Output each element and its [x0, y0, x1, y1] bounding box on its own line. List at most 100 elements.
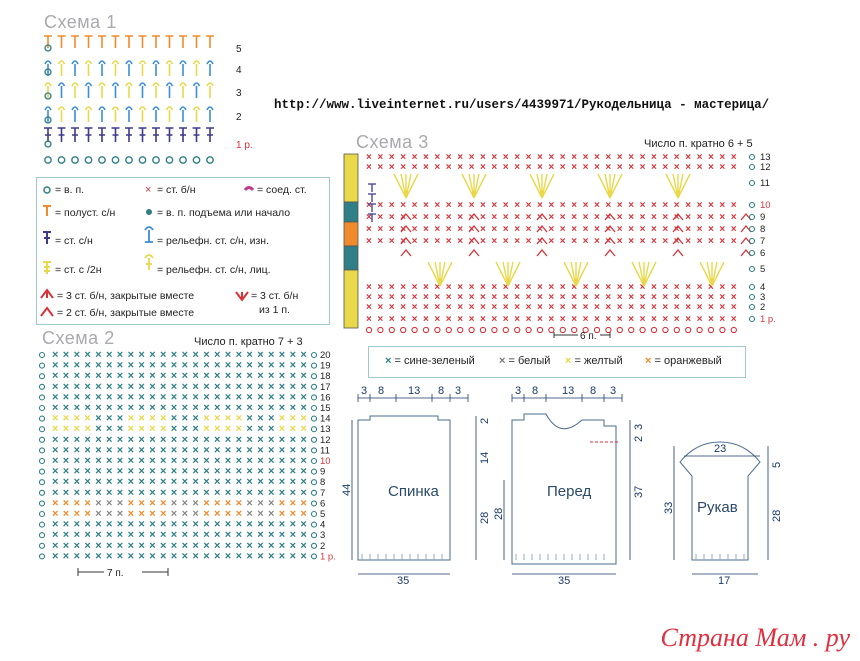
- sc-stitch: ×: [182, 360, 188, 372]
- sc-stitch: ×: [697, 236, 703, 247]
- sc-stitch: ×: [203, 529, 209, 541]
- sc-stitch: ×: [526, 302, 532, 313]
- relief-stitch: [165, 60, 174, 76]
- sc-stitch: ×: [192, 466, 198, 478]
- sc-stitch: ×: [63, 540, 69, 552]
- sc-stitch: ×: [84, 370, 90, 382]
- sc-stitch: ×: [560, 302, 566, 313]
- sc-stitch: ×: [246, 550, 252, 562]
- sleeve-body: 28: [771, 510, 783, 522]
- sc-stitch: ×: [52, 413, 58, 425]
- sc-stitch: ×: [106, 413, 112, 425]
- sc-stitch: ×: [412, 292, 418, 303]
- sc-stitch: ×: [300, 508, 306, 520]
- sc-stitch: ×: [171, 423, 177, 435]
- sc-stitch: ×: [290, 423, 296, 435]
- s3-row-number: 11: [760, 178, 770, 189]
- sc-stitch: ×: [651, 162, 657, 173]
- sc-stitch: ×: [214, 444, 220, 456]
- sc-stitch: ×: [149, 413, 155, 425]
- sc-stitch: ×: [268, 360, 274, 372]
- chain-stitch: [707, 326, 715, 334]
- chain-stitch: [730, 326, 737, 334]
- turning-chain: [38, 426, 46, 433]
- sc-stitch: ×: [412, 302, 418, 313]
- s3-row-number: 8: [760, 224, 765, 235]
- turning-chain: [38, 510, 46, 518]
- chain-stitch: [179, 156, 187, 164]
- sc-stitch: ×: [548, 302, 554, 313]
- sc-stitch: ×: [95, 540, 101, 552]
- sc-stitch: ×: [117, 413, 123, 425]
- chain-stitch: [165, 156, 174, 164]
- relief-stitch: [84, 82, 93, 98]
- sc-stitch: ×: [377, 314, 383, 325]
- turning-chain: [748, 163, 756, 171]
- turning-chain: [38, 351, 46, 359]
- sc-stitch: ×: [117, 466, 123, 478]
- hdc-stitch: [179, 35, 187, 48]
- sc-stitch: ×: [182, 434, 188, 446]
- sc-stitch: ×: [503, 292, 509, 303]
- sc-stitch: ×: [225, 550, 231, 562]
- sc-stitch: ×: [434, 162, 440, 173]
- sc-stitch: ×: [685, 314, 691, 325]
- sc-stitch: ×: [719, 236, 725, 247]
- turning-chain: [38, 373, 46, 380]
- sc-stitch: ×: [203, 349, 209, 361]
- sc-stitch: ×: [246, 508, 252, 520]
- sc-stitch: ×: [138, 455, 144, 467]
- relief-stitch: [152, 82, 160, 98]
- turning-chain: [310, 362, 318, 369]
- decrease-stitch: [672, 212, 684, 221]
- turning-chain: [310, 447, 318, 454]
- sc-stitch: ×: [685, 236, 691, 247]
- sc-stitch: ×: [640, 212, 646, 223]
- sc-stitch: ×: [279, 529, 285, 541]
- sc-stitch: ×: [117, 487, 123, 499]
- sc-stitch: ×: [192, 413, 198, 425]
- chain-stitch: [125, 156, 133, 164]
- dc-stitch: [138, 127, 147, 142]
- sc-stitch: ×: [225, 455, 231, 467]
- sc-stitch: ×: [192, 444, 198, 456]
- sc-stitch: ×: [63, 519, 69, 531]
- sc-stitch: ×: [491, 282, 497, 293]
- sc-stitch: ×: [128, 434, 134, 446]
- sc-stitch: ×: [480, 224, 486, 235]
- sc-stitch: ×: [674, 212, 680, 223]
- relief-stitch: [57, 106, 66, 122]
- sc-stitch: ×: [236, 360, 242, 372]
- sc-stitch: ×: [203, 402, 209, 414]
- sc-stitch: ×: [514, 282, 520, 293]
- sc-stitch: ×: [117, 381, 123, 393]
- legend-inc3-b: из 1 п.: [259, 304, 290, 316]
- sc-stitch: ×: [594, 292, 600, 303]
- sc-stitch: ×: [514, 224, 520, 235]
- sc-stitch: ×: [605, 224, 611, 235]
- sc-stitch: ×: [605, 212, 611, 223]
- sc-stitch: ×: [246, 402, 252, 414]
- sc-stitch: ×: [708, 200, 714, 211]
- sc-stitch: ×: [214, 508, 220, 520]
- turning-chain: [310, 373, 318, 380]
- sc-stitch: ×: [583, 302, 589, 313]
- sc-stitch: ×: [171, 444, 177, 456]
- sc-stitch: ×: [389, 302, 395, 313]
- sc-stitch: ×: [571, 224, 577, 235]
- sc-stitch: ×: [594, 302, 600, 313]
- sc-stitch: ×: [268, 466, 274, 478]
- sc-stitch: ×: [548, 314, 554, 325]
- sc-stitch: ×: [171, 466, 177, 478]
- turning-chain: [38, 404, 46, 412]
- sc-stitch: ×: [412, 236, 418, 247]
- symbol-legend: × = в. п. = полуст. с/н = ст. с/н = ст. …: [36, 177, 330, 325]
- turning-chain: [310, 457, 318, 465]
- legend-hdc: = полуст. с/н: [55, 207, 116, 219]
- sc-stitch: ×: [279, 434, 285, 446]
- sc-stitch: ×: [236, 455, 242, 467]
- sc-stitch: ×: [160, 444, 166, 456]
- decrease-stitch: [400, 236, 412, 245]
- back-dim-3: 13: [408, 385, 420, 397]
- sc-stitch: ×: [290, 466, 296, 478]
